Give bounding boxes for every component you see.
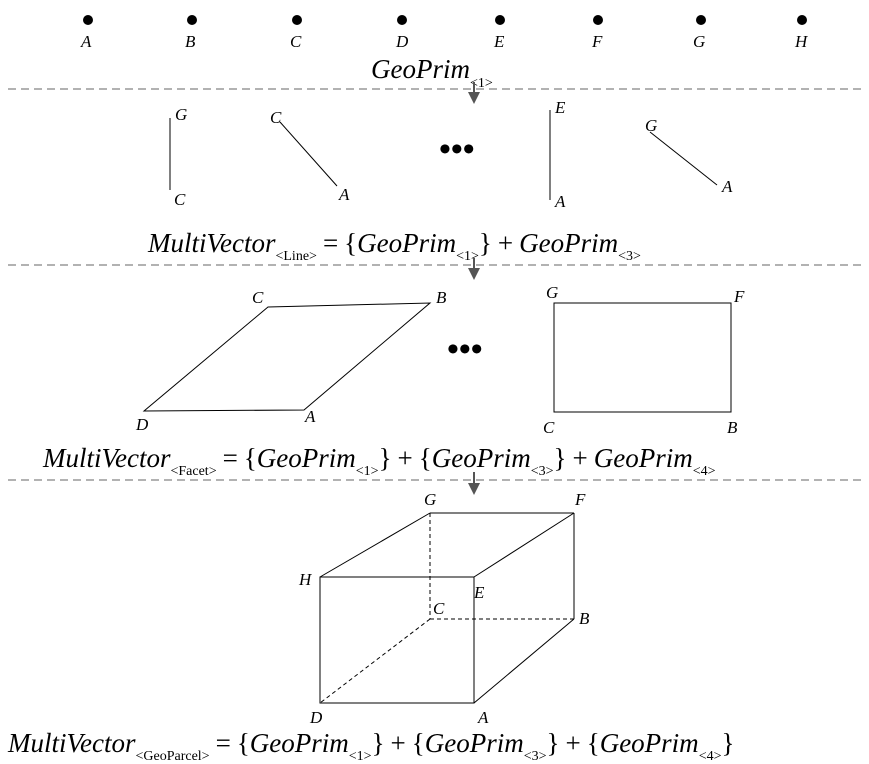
point-label-a: A <box>80 32 92 51</box>
point-dot-f <box>593 15 603 25</box>
parallelogram-facet: C B D A <box>135 288 447 434</box>
point-dot-a <box>83 15 93 25</box>
rect-label-c: C <box>543 418 555 437</box>
cube-label-b: B <box>579 609 590 628</box>
line-ga-label-a: A <box>721 177 733 196</box>
point-label-d: D <box>395 32 409 51</box>
cube-label-e: E <box>473 583 485 602</box>
line-gc-label-g: G <box>175 105 187 124</box>
point-dot-g <box>696 15 706 25</box>
rectangle-facet: G F C B <box>543 283 745 437</box>
line-ea-label-e: E <box>554 98 566 117</box>
para-label-b: B <box>436 288 447 307</box>
ellipsis-facets: ••• <box>447 331 483 368</box>
ellipsis-lines: ••• <box>439 131 475 168</box>
equation-multivector-facet: MultiVector<Facet>={GeoPrim<1>}+{GeoPrim… <box>42 443 716 479</box>
para-label-a: A <box>304 407 316 426</box>
cube-label-f: F <box>574 490 586 509</box>
point-label-f: F <box>591 32 603 51</box>
equation-multivector-line: MultiVector<Line>={GeoPrim<1>}+GeoPrim<3… <box>147 228 641 264</box>
equation-geoprim-1: GeoPrim<1> <box>371 54 493 91</box>
line-segment-ea: E A <box>549 98 566 211</box>
point-dot-d <box>397 15 407 25</box>
line-ca-label-c: C <box>270 108 282 127</box>
rect-label-g: G <box>546 283 558 302</box>
points-row: A B C D E F G H <box>80 15 809 51</box>
point-label-c: C <box>290 32 302 51</box>
point-label-g: G <box>693 32 705 51</box>
rect-label-b: B <box>727 418 738 437</box>
line-segment-ga: G A <box>645 116 733 196</box>
cube-label-g: G <box>424 490 436 509</box>
line-ea-label-a: A <box>554 192 566 211</box>
cube-label-d: D <box>309 708 323 727</box>
equation-multivector-geoparcel: MultiVector<GeoParcel>={GeoPrim<1>}+{Geo… <box>7 728 734 764</box>
line-gc-label-c: C <box>174 190 186 209</box>
cube-geoparcel: G F H E C B D A <box>298 490 590 727</box>
line-ga-label-g: G <box>645 116 657 135</box>
line-ca-label-a: A <box>338 185 350 204</box>
line-segment-ca: C A <box>270 108 350 204</box>
para-label-d: D <box>135 415 149 434</box>
rect-label-f: F <box>733 287 745 306</box>
cube-label-c: C <box>433 599 445 618</box>
point-dot-e <box>495 15 505 25</box>
point-dot-h <box>797 15 807 25</box>
point-dot-c <box>292 15 302 25</box>
para-label-c: C <box>252 288 264 307</box>
cube-label-h: H <box>298 570 313 589</box>
cube-label-a: A <box>477 708 489 727</box>
point-dot-b <box>187 15 197 25</box>
point-label-e: E <box>493 32 505 51</box>
line-segment-gc: G C <box>169 105 187 209</box>
point-label-h: H <box>794 32 809 51</box>
point-label-b: B <box>185 32 196 51</box>
